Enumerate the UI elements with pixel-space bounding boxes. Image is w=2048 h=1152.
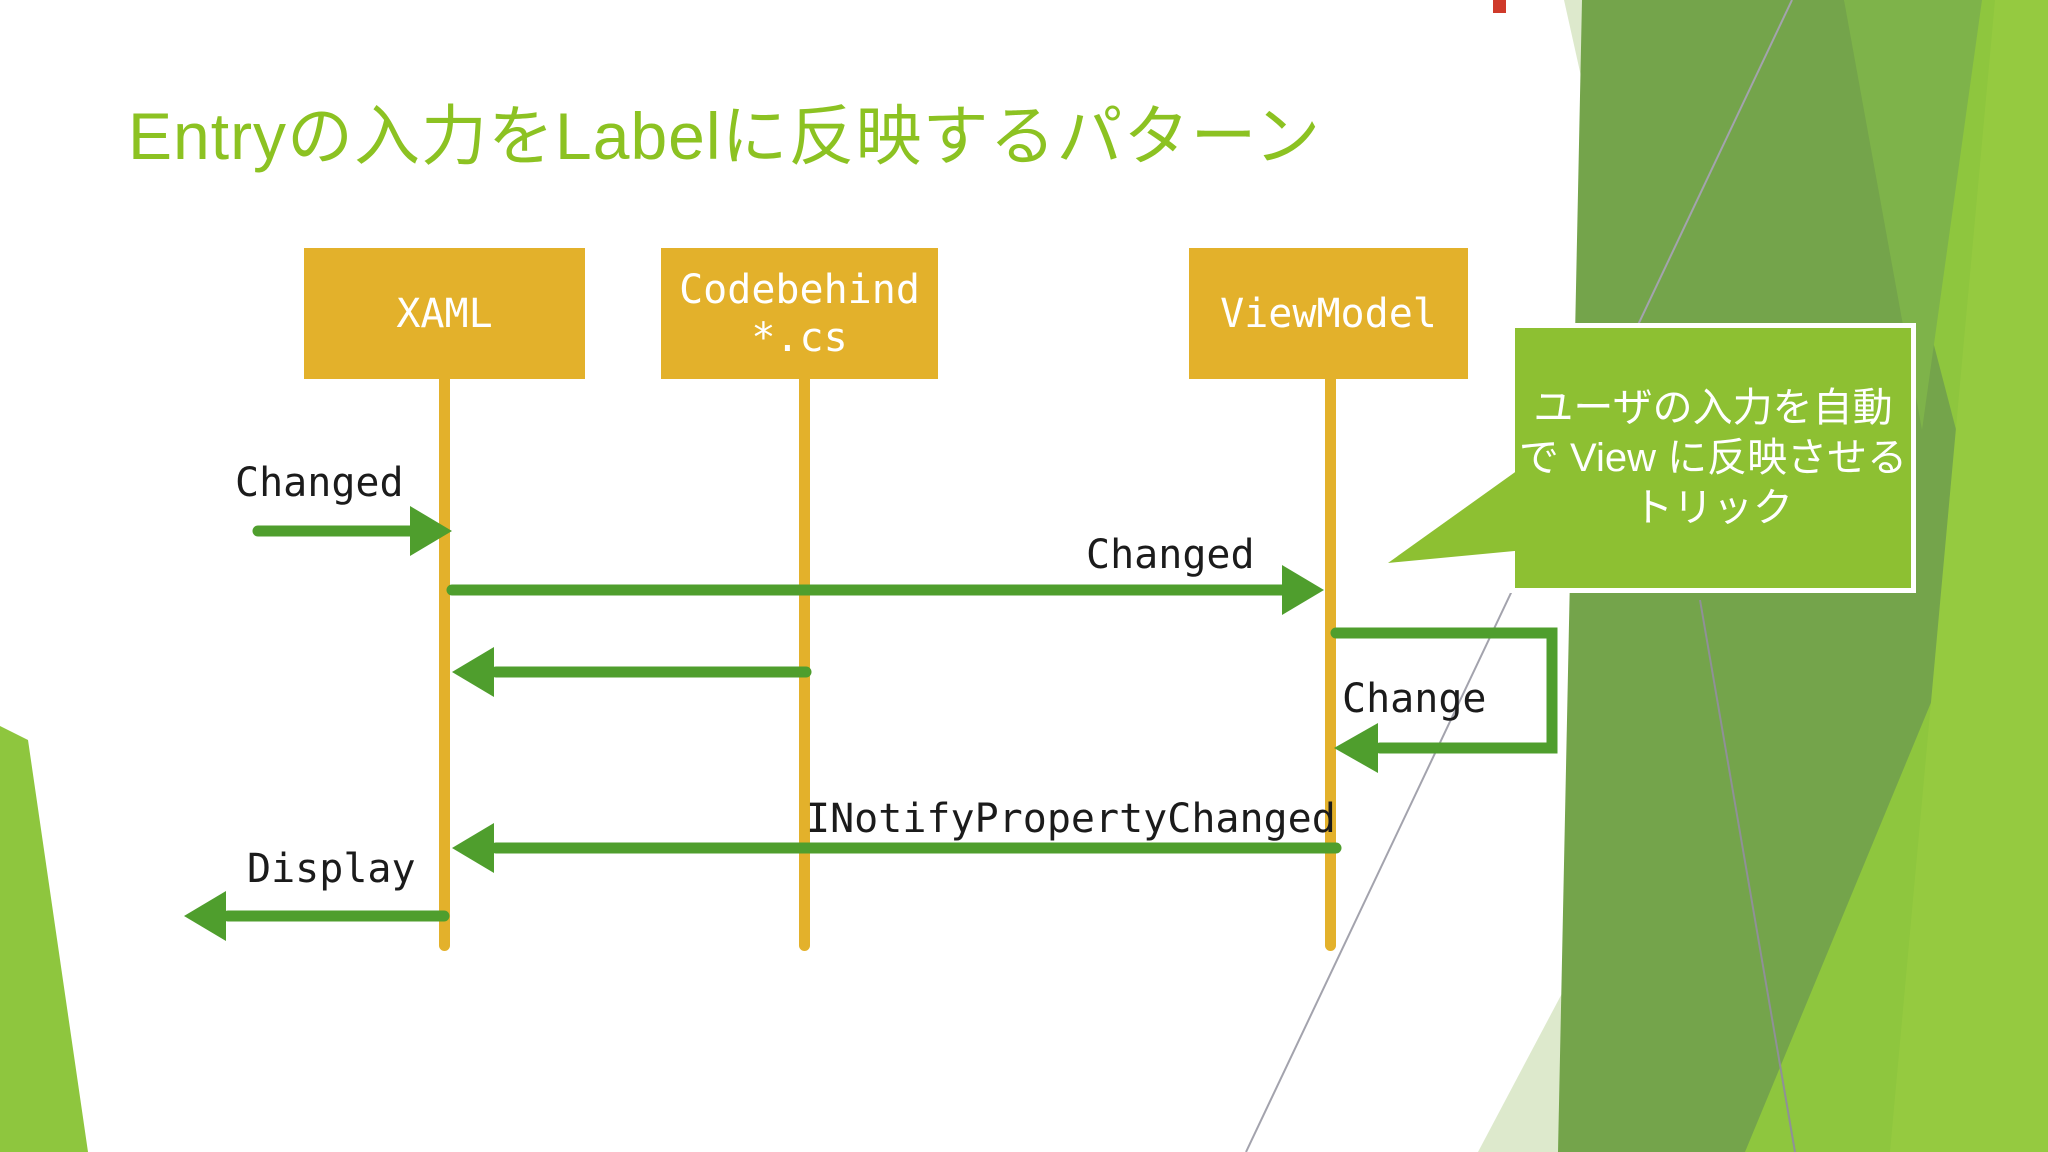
decor-gray-line-2 [1699,599,1796,1152]
callout-line-2: で View に反映させる [1518,436,1908,480]
actor-label-codebehind-line1: Codebehind [679,266,920,313]
decor-medium-triangle [1844,0,1982,430]
actor-box-codebehind: Codebehind *.cs [661,248,938,379]
lifeline-xaml [439,379,450,951]
actor-label-codebehind-line2: *.cs [751,314,848,361]
arrowhead-left-icon [1334,723,1378,773]
arrow-entry-changed [252,506,452,556]
arrow-changed-to-viewmodel [446,565,1324,615]
decor-bright-edge [1890,0,2048,1152]
actor-label-xaml: XAML [396,290,493,337]
callout-text: ユーザの入力を自動 で View に反映させる トリック [1515,383,1911,533]
actor-label-viewmodel: ViewModel [1220,290,1437,337]
callout: ユーザの入力を自動 で View に反映させる トリック [1510,323,1916,593]
arrow-display [184,891,450,941]
message-label-display: Display [247,846,416,892]
decor-left-wedge [0,726,88,1152]
arrowhead-right-icon [1282,565,1324,615]
arrowhead-left-icon [452,823,494,873]
message-label-vm-changed: Changed [1086,532,1255,578]
actor-box-xaml: XAML [304,248,585,379]
lifeline-viewmodel [1325,379,1336,951]
callout-tail [1388,465,1525,563]
arrowhead-left-icon [452,647,494,697]
arrowhead-left-icon [184,891,226,941]
arrow-codebehind-return [452,647,812,697]
arrow-change-self-loop [1330,627,1558,773]
actor-label-codebehind: Codebehind *.cs [679,266,920,362]
slide-title: Entryの入力をLabelに反映するパターン [128,99,1322,173]
message-label-inotifypropertychanged: INotifyPropertyChanged [806,796,1336,842]
arrowhead-right-icon [410,506,452,556]
callout-line-1: ユーザの入力を自動 [1533,386,1893,430]
callout-line-3: トリック [1633,486,1793,530]
decor-red-mark [1493,0,1506,13]
lifeline-codebehind [799,379,810,951]
arrow-inotifypropertychanged [452,823,1342,873]
actor-box-viewmodel: ViewModel [1189,248,1468,379]
message-label-change: Change [1342,676,1487,722]
message-label-entry-changed: Changed [235,460,404,506]
